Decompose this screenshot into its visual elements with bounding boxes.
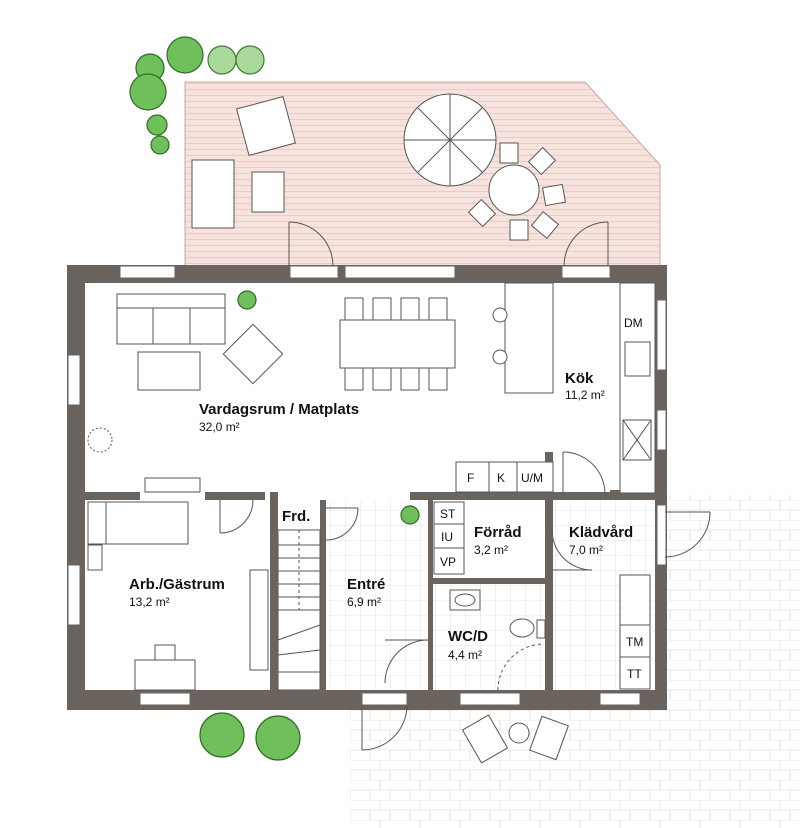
room-title-study: Arb./Gästrum	[129, 576, 225, 593]
entry-floor	[325, 500, 428, 690]
label-tt: TT	[627, 667, 642, 681]
entry-fixtures	[325, 505, 429, 751]
dining-set	[339, 297, 456, 391]
wc-fixtures	[449, 589, 546, 691]
room-area-entry: 6,9 m²	[347, 595, 381, 609]
label-k: K	[497, 471, 505, 485]
label-fridge: F	[467, 471, 474, 485]
laundry-fixtures	[619, 574, 651, 690]
room-title-entry: Entré	[347, 576, 385, 593]
room-area-living: 32,0 m²	[199, 420, 240, 434]
room-title-frd: Frd.	[282, 508, 310, 525]
stairs	[277, 529, 321, 691]
storage-fixtures	[433, 501, 711, 575]
label-dishwasher: DM	[624, 316, 643, 330]
openings	[67, 265, 667, 706]
label-iu: IU	[441, 530, 453, 544]
front-garden	[199, 712, 569, 764]
room-area-laundry: 7,0 m²	[569, 543, 603, 557]
kitchen-fixtures	[455, 282, 656, 495]
living-furniture	[87, 290, 284, 493]
label-um: U/M	[521, 471, 543, 485]
label-vp: VP	[440, 555, 456, 569]
label-tm: TM	[626, 635, 643, 649]
room-area-wc: 4,4 m²	[448, 648, 482, 662]
garden-shrubs	[129, 36, 265, 155]
room-title-living: Vardagsrum / Matplats	[199, 401, 359, 418]
room-title-laundry: Klädvård	[569, 524, 633, 541]
room-title-kitchen: Kök	[565, 370, 594, 387]
study-furniture	[87, 499, 269, 691]
room-title-wc: WC/D	[448, 628, 488, 645]
label-st: ST	[440, 507, 456, 521]
paving-front	[350, 705, 665, 828]
room-title-storage: Förråd	[474, 524, 522, 541]
room-area-kitchen: 11,2 m²	[565, 388, 605, 402]
room-area-study: 13,2 m²	[129, 595, 170, 609]
paving-right	[665, 495, 800, 828]
terrace-doors	[288, 221, 609, 267]
room-area-storage: 3,2 m²	[474, 543, 508, 557]
terrace-furniture	[191, 93, 566, 241]
